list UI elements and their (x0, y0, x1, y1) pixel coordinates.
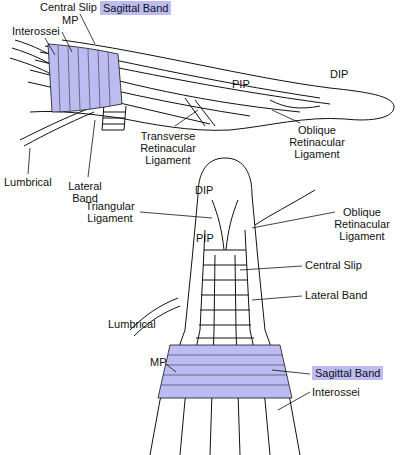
drawing-stroke (140, 212, 212, 218)
drawing-stroke (272, 370, 310, 374)
drawing-stroke (278, 392, 310, 410)
drawing-stroke (255, 190, 315, 225)
highlight-box: Sagittal Band (100, 1, 171, 15)
drawing-stroke (24, 112, 94, 146)
drawing-stroke (20, 108, 90, 140)
bottom-sagittal-band (158, 345, 292, 398)
drawing-stroke (270, 100, 320, 108)
drawing-stroke (30, 40, 394, 130)
dorsal-finger (130, 158, 315, 455)
drawing-stroke (88, 120, 95, 177)
drawing-stroke (252, 212, 335, 228)
highlight-label: Sagittal Band (103, 2, 168, 14)
part-label: Lumbrical (108, 318, 156, 330)
drawing-stroke (130, 298, 180, 336)
lateral-finger (10, 40, 394, 146)
drawing-stroke (102, 112, 125, 124)
drawing-stroke (48, 44, 122, 112)
drawing-stroke (102, 104, 126, 130)
part-label: Central Slip (305, 259, 362, 271)
drawing-stroke (166, 364, 176, 372)
drawing-stroke (196, 250, 254, 338)
top-sagittal-band (48, 44, 122, 112)
drawing-stroke (175, 110, 198, 126)
part-label: Oblique Retinacular Ligament (334, 206, 390, 242)
drawing-stroke (161, 355, 289, 385)
part-label: Lumbrical (4, 176, 52, 188)
highlight-box: Sagittal Band (312, 366, 383, 380)
part-label: Central Slip (40, 1, 97, 13)
leader-lines (28, 14, 335, 410)
drawing-stroke (212, 200, 238, 250)
drawing-stroke (28, 148, 30, 174)
drawing-stroke (252, 296, 302, 300)
part-label: PIP (196, 232, 214, 244)
part-label: PIP (232, 78, 250, 90)
part-label: Interossei (12, 25, 60, 37)
part-label: Transverse Retinacular Ligament (140, 130, 196, 166)
drawing-stroke (58, 46, 110, 111)
drawing-stroke (225, 158, 300, 455)
drawing-stroke (185, 98, 215, 126)
drawing-stroke (180, 230, 270, 455)
part-label: DIP (330, 68, 348, 80)
part-label: DIP (195, 184, 213, 196)
part-label: Triangular Ligament (85, 200, 134, 224)
drawing-stroke (240, 266, 302, 270)
part-label: Interossei (312, 386, 360, 398)
drawing-stroke (158, 345, 292, 398)
highlight-label: Sagittal Band (315, 367, 380, 379)
drawing-stroke (62, 32, 72, 52)
drawing-stroke (272, 110, 300, 123)
drawing-stroke (45, 38, 55, 55)
part-label: Lateral Band (305, 289, 367, 301)
part-label: MP (150, 356, 167, 368)
part-label: Oblique Retinacular Ligament (289, 124, 345, 160)
part-label: MP (62, 14, 79, 26)
drawing-stroke (80, 14, 95, 44)
